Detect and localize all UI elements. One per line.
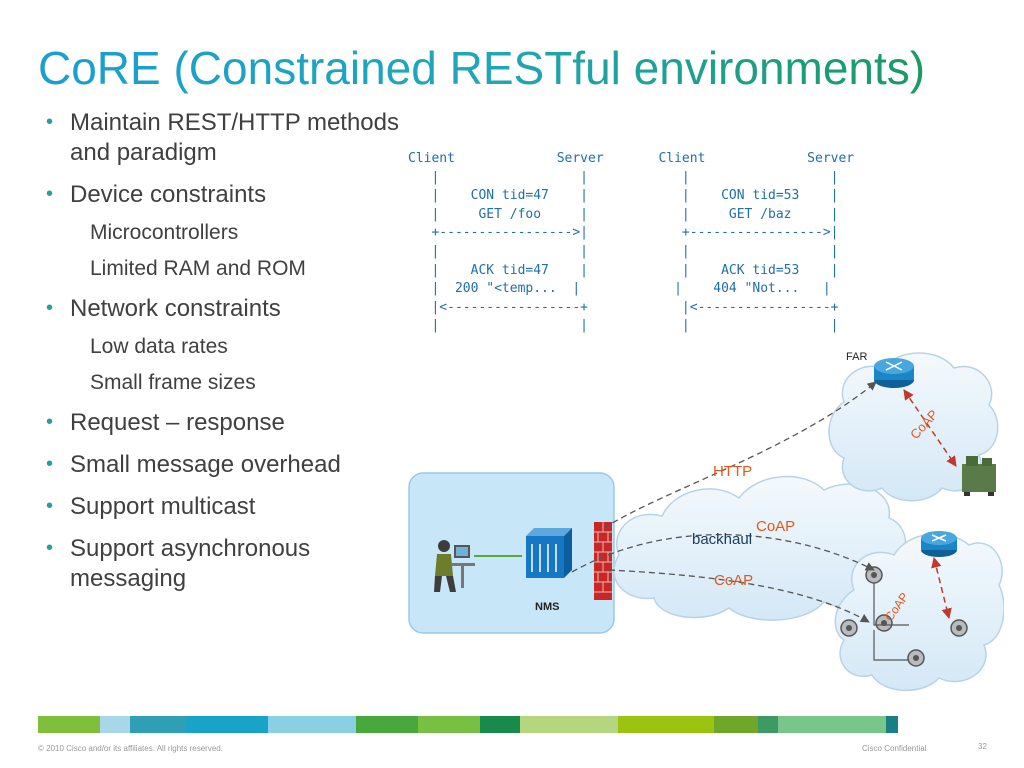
color-bar-segment: [758, 716, 778, 733]
mesh-coap-arrow: [931, 556, 952, 620]
copyright-text: © 2010 Cisco and/or its affiliates. All …: [38, 744, 223, 753]
coap-arrow-upper: [571, 534, 875, 573]
color-bar-segment: [100, 716, 130, 733]
far-coap-arrow: [903, 389, 957, 467]
network-diagram: NMS FAR: [408, 351, 1004, 692]
sequence-line: |<-----------------+ |<-----------------…: [408, 299, 839, 315]
far-router-icon: [874, 358, 914, 388]
color-bar-segment: [886, 716, 898, 733]
color-bar-segment: [186, 716, 268, 733]
mesh-link: [873, 583, 909, 626]
bullet-item: Small message overhead: [44, 449, 404, 480]
firewall-icon: [594, 522, 612, 600]
bullet-list: Maintain REST/HTTP methods and paradigmD…: [44, 107, 404, 594]
color-bar-segment: [778, 716, 886, 733]
coap-sequence-diagram: Client Server Client Server | | | | | CO…: [408, 150, 854, 336]
nms-label: NMS: [535, 601, 559, 613]
mesh-link-2: [873, 630, 908, 661]
slide-title: CoRE (Constrained RESTful environments): [38, 42, 926, 94]
bullet-item: Maintain REST/HTTP methods and paradigm: [44, 107, 404, 168]
color-bar-segment: [714, 716, 758, 733]
mesh-router-icon: [921, 531, 957, 557]
footer-color-bar: [38, 716, 898, 733]
coap-label-lower: CoAP: [714, 572, 753, 589]
color-bar-segment: [480, 716, 520, 733]
sequence-line: | GET /foo | | GET /baz |: [408, 206, 839, 222]
sub-bullet-item: Limited RAM and ROM: [90, 257, 306, 280]
nms-network-box: [408, 472, 615, 634]
sequence-line: | 200 "<temp... | | 404 "Not... |: [408, 281, 831, 297]
color-bar-segment: [268, 716, 356, 733]
bullet-item: Support asynchronous messaging: [44, 533, 404, 594]
color-bar-segment: [130, 716, 186, 733]
sub-bullet-item: Low data rates: [90, 335, 228, 358]
bullet-item: Device constraints: [44, 179, 404, 210]
http-arrow: [603, 381, 877, 529]
sequence-line: Client Server Client Server: [408, 151, 855, 166]
backhaul-label: backhaul: [692, 531, 752, 548]
color-bar-segment: [520, 716, 618, 733]
field-device-icon: [962, 456, 996, 496]
sequence-line: | | | |: [408, 318, 839, 334]
sub-bullet-item: Small frame sizes: [90, 371, 256, 394]
coap-arrow-lower: [608, 569, 870, 623]
bullet-item: Network constraints: [44, 293, 404, 324]
sequence-line: +----------------->| +----------------->…: [408, 225, 839, 241]
sequence-line: | ACK tid=47 | | ACK tid=53 |: [408, 262, 839, 278]
bullet-item: Support multicast: [44, 491, 404, 522]
coap-label-upper: CoAP: [756, 518, 795, 535]
sub-bullet-item: Microcontrollers: [90, 221, 239, 244]
color-bar-segment: [618, 716, 714, 733]
page-number: 32: [978, 742, 987, 751]
bullet-item: Request – response: [44, 407, 404, 438]
sequence-line: | CON tid=47 | | CON tid=53 |: [408, 188, 839, 204]
color-bar-segment: [356, 716, 418, 733]
sequence-line: | | | |: [408, 243, 839, 259]
confidential-label: Cisco Confidential: [862, 744, 927, 753]
operator-icon: [434, 540, 475, 592]
http-label: HTTP: [713, 463, 752, 480]
color-bar-segment: [38, 716, 100, 733]
far-label: FAR: [846, 351, 867, 363]
nms-server-icon: [526, 528, 572, 578]
color-bar-segment: [418, 716, 480, 733]
sequence-line: | | | |: [408, 169, 839, 185]
